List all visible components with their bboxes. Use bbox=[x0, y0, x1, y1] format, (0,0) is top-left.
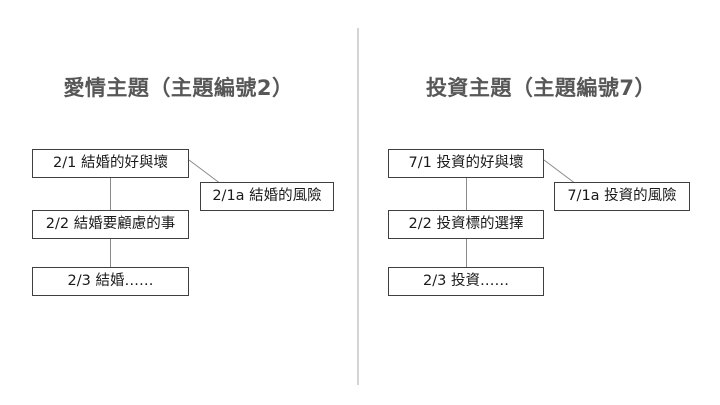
node-investment-2-2[interactable]: 2/2 投資標的選擇 bbox=[388, 210, 544, 239]
column-title-investment: 投資主題（主題編號7） bbox=[425, 76, 657, 100]
connector-r2-to-r3 bbox=[466, 239, 467, 267]
connector-r1-to-r2 bbox=[466, 178, 467, 210]
column-divider bbox=[357, 28, 359, 385]
node-love-2-3[interactable]: 2/3 結婚…… bbox=[32, 267, 189, 296]
connector-l2-to-l3 bbox=[110, 239, 111, 267]
column-title-love: 愛情主題（主題編號2） bbox=[63, 76, 294, 100]
node-love-2-1[interactable]: 2/1 結婚的好與壞 bbox=[32, 149, 189, 178]
node-investment-7-1[interactable]: 7/1 投資的好與壞 bbox=[388, 149, 544, 178]
node-love-2-2[interactable]: 2/2 結婚要顧慮的事 bbox=[32, 210, 189, 239]
node-love-2-1a[interactable]: 2/1a 結婚的風險 bbox=[200, 182, 334, 211]
node-investment-2-3[interactable]: 2/3 投資…… bbox=[388, 267, 544, 296]
connector-l1-to-l2 bbox=[110, 178, 111, 210]
node-investment-7-1a[interactable]: 7/1a 投資的風險 bbox=[554, 182, 690, 211]
